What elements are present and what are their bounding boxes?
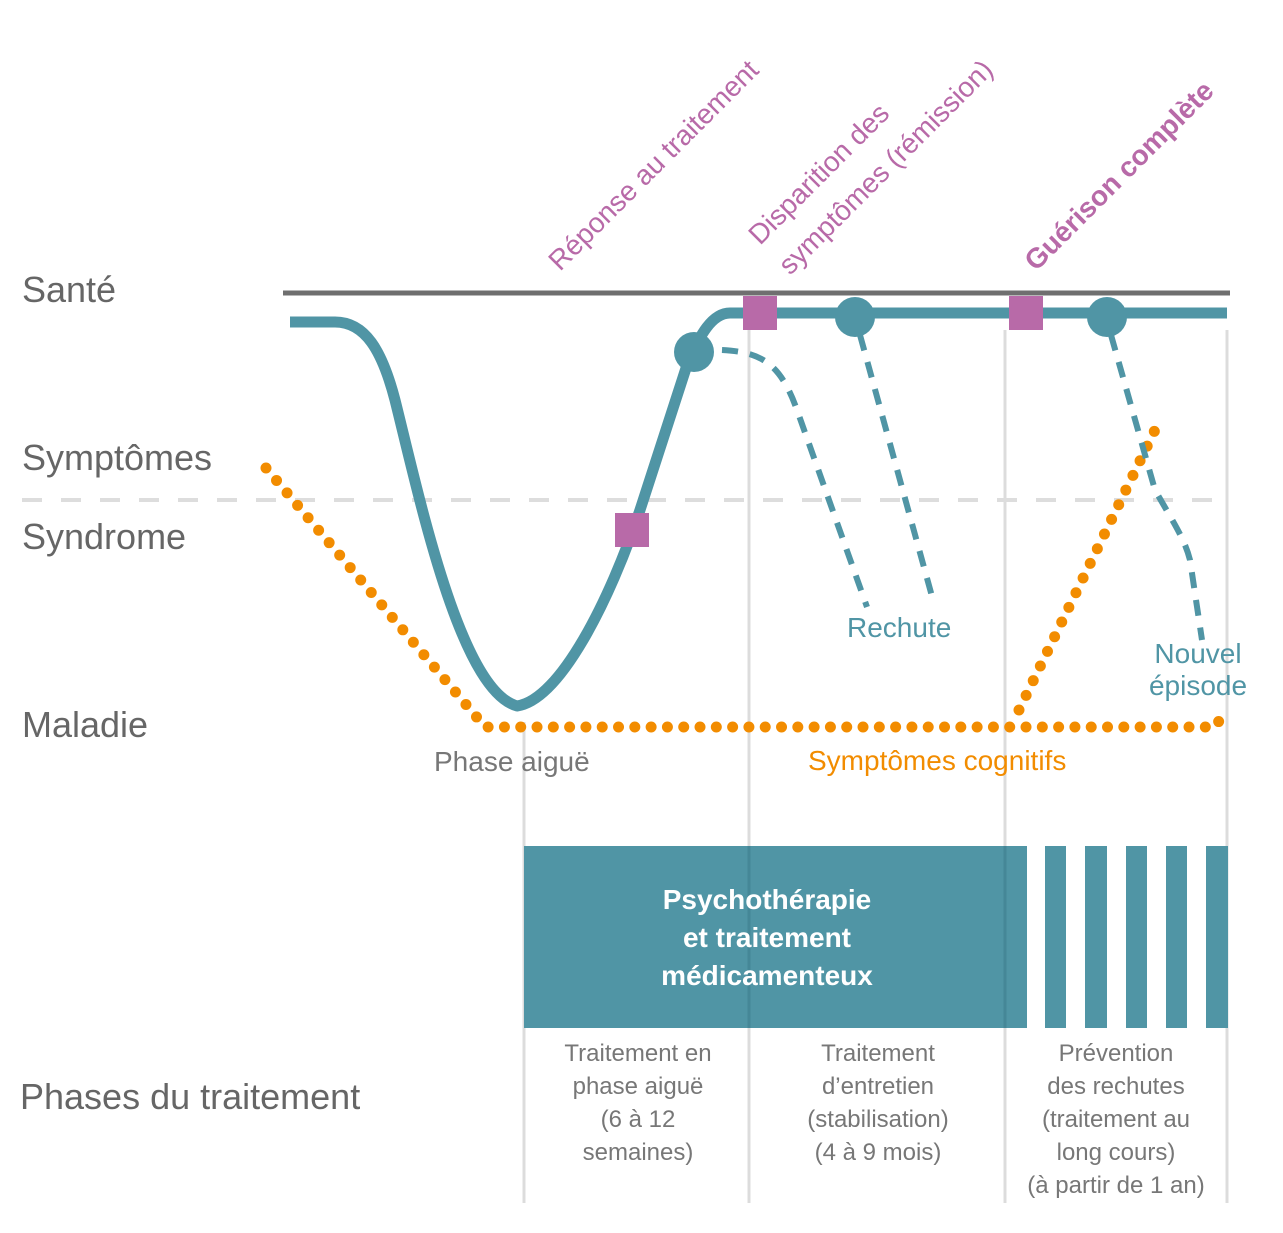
phase-acute-line: phase aiguë (573, 1073, 704, 1100)
phase-acute: Traitement en phase aiguë (6 à 12 semain… (564, 1040, 711, 1166)
phase-acute-line: (6 à 12 (601, 1106, 676, 1133)
nouvel-episode-label-2: épisode (1149, 670, 1247, 701)
phase-prevention-line: (traitement au (1042, 1106, 1190, 1133)
milestone-guerison-label: Guérison complète (1018, 75, 1219, 276)
cognitive-symptoms-line (260, 424, 1230, 733)
phase-acute-line: Traitement en (564, 1040, 711, 1067)
phase-maintenance-line: (4 à 9 mois) (815, 1139, 942, 1166)
level-syndrome-label: Syndrome (22, 516, 186, 557)
treatment-bar-label-2: et traitement (683, 922, 851, 953)
treatment-bar-label-3: médicamenteux (661, 960, 873, 991)
nouvel-episode-label-1: Nouvel (1154, 638, 1241, 669)
phase-maintenance: Traitement d’entretien (stabilisation) (… (807, 1040, 948, 1166)
response-marker (615, 513, 649, 547)
treatment-stripe-1 (1045, 846, 1066, 1028)
recovery-marker (1009, 296, 1043, 330)
health-course-line (290, 307, 1227, 712)
treatment-bar-label-1: Psychothérapie (663, 884, 872, 915)
new-episode-path (1108, 334, 1205, 641)
relapse-path-2 (857, 334, 936, 601)
new-episode-point (1087, 297, 1127, 337)
phase-acute-line: semaines) (583, 1139, 694, 1166)
phases-title: Phases du traitement (20, 1076, 360, 1117)
phase-prevention-line: des rechutes (1047, 1073, 1184, 1100)
treatment-bar (524, 846, 1027, 1028)
phase-prevention-line: long cours) (1057, 1139, 1176, 1166)
milestone-reponse-label: Réponse au traitement (542, 54, 764, 276)
treatment-stripe-5 (1206, 846, 1228, 1028)
phase-maintenance-line: (stabilisation) (807, 1106, 948, 1133)
relapse-point-2 (835, 297, 875, 337)
treatment-stripe-4 (1166, 846, 1187, 1028)
level-maladie-label: Maladie (22, 704, 148, 745)
relapse-path-1 (721, 347, 870, 609)
level-symptomes-label: Symptômes (22, 437, 212, 478)
phase-maintenance-line: d’entretien (822, 1073, 934, 1100)
relapse-point-1 (674, 332, 714, 372)
treatment-stripe-2 (1085, 846, 1107, 1028)
rechute-label: Rechute (847, 612, 951, 643)
phase-prevention-line: Prévention (1059, 1040, 1174, 1067)
symptomes-cognitifs-label: Symptômes cognitifs (808, 745, 1066, 776)
phase-prevention-line: (à partir de 1 an) (1027, 1172, 1204, 1199)
remission-marker (743, 296, 777, 330)
level-sante-label: Santé (22, 269, 116, 310)
phase-maintenance-line: Traitement (821, 1040, 935, 1067)
phase-aigue-label: Phase aiguë (434, 746, 590, 777)
phase-prevention: Prévention des rechutes (traitement au l… (1027, 1040, 1204, 1199)
treatment-stripe-3 (1126, 846, 1147, 1028)
